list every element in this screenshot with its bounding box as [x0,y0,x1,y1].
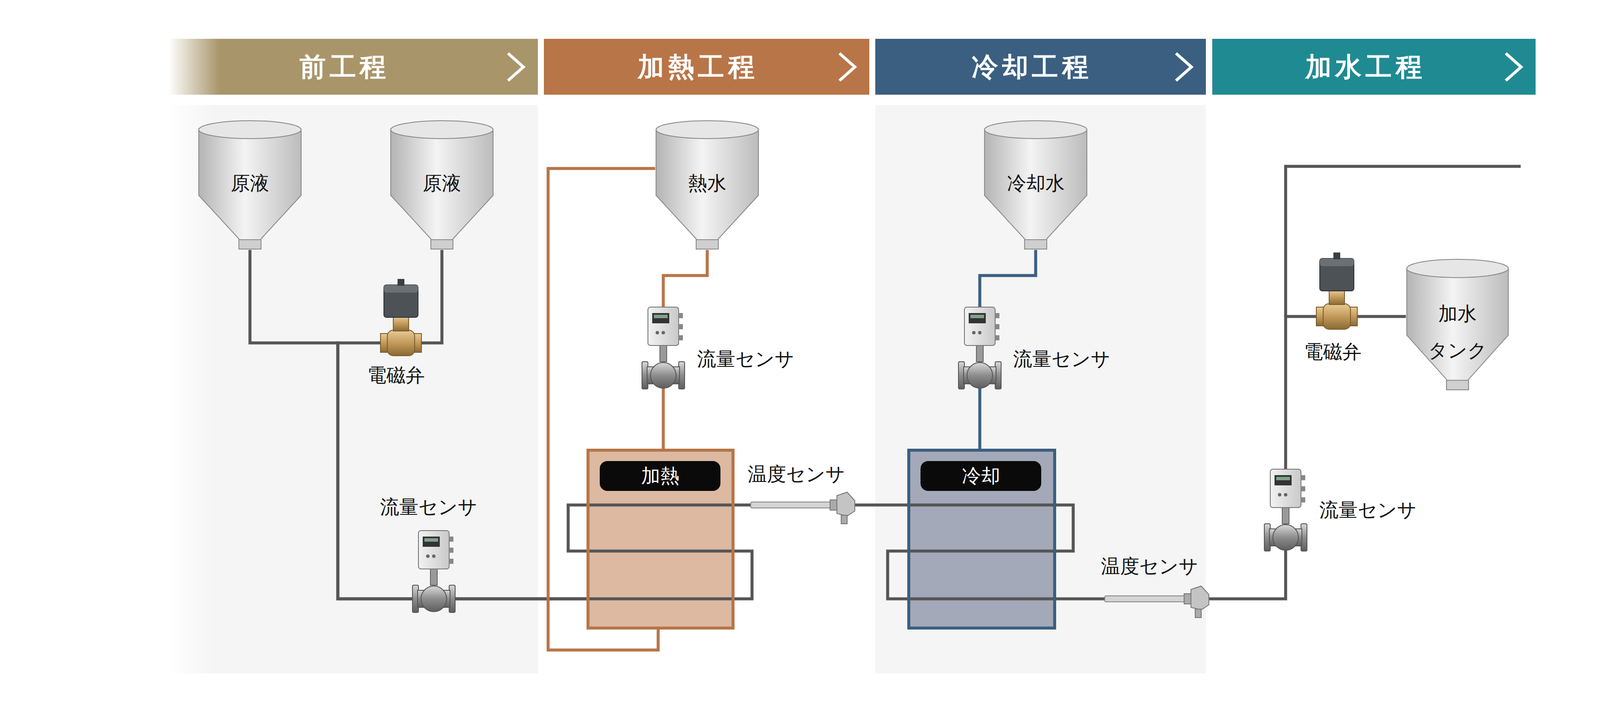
device-label: 流量センサ [1319,498,1417,522]
process-panel [875,104,1206,674]
chevron [834,49,860,85]
flow-sensor [958,307,1002,390]
tank: 冷却水 [983,119,1088,250]
box-title: 加熱 [641,464,680,488]
cooler-fill [907,448,1057,630]
box-tag: 加熱 [599,461,721,491]
flow-sensor [412,530,456,613]
cooler-coil [887,505,1074,599]
band-title: 前工程 [299,53,390,81]
tank-label: 熱水 [688,171,727,195]
chevron [1500,49,1527,85]
tank-label: 加水 タンク [1425,295,1490,369]
device-label: 電磁弁 [1303,340,1362,364]
device-label: 流量センサ [380,495,478,519]
chevron [1170,49,1197,85]
tank-label: 原液 [230,171,270,195]
flow-sensor [641,307,685,390]
tank: 熱水 [655,119,760,250]
cooler-box: 冷却 [907,448,1057,630]
band-title: 加水工程 [1305,53,1426,81]
band-title: 加熱工程 [637,53,759,81]
box-title: 冷却 [961,464,1001,488]
tank: 原液 [197,119,302,250]
tank: 加水 タンク [1405,258,1510,391]
heater-fill [586,448,735,630]
band-title: 冷却工程 [971,53,1093,81]
heater-box: 加熱 [586,448,735,630]
pipe-connector [548,168,659,651]
process-band: 加水工程 [1212,38,1536,95]
device-label: 電磁弁 [367,363,425,387]
device-label: 温度センサ [747,462,846,486]
chevron [502,49,529,85]
solenoid-valve [1316,252,1358,330]
process-band: 前工程 [168,38,538,95]
device-label: 温度センサ [1100,554,1199,578]
box-tag: 冷却 [920,461,1042,491]
process-band: 冷却工程 [875,38,1206,95]
process-band: 加熱工程 [543,38,870,95]
solenoid-valve [380,278,422,356]
process-panel [168,104,538,674]
tank-label: 原液 [422,171,462,195]
temperature-sensor [750,492,855,524]
flow-sensor [1264,469,1307,552]
heater-coil [568,505,753,599]
temperature-sensor [1104,586,1209,618]
tank-label: 冷却水 [1007,171,1065,195]
device-label: 流量センサ [1013,347,1111,371]
tank: 原液 [389,119,494,250]
device-label: 流量センサ [696,347,795,371]
